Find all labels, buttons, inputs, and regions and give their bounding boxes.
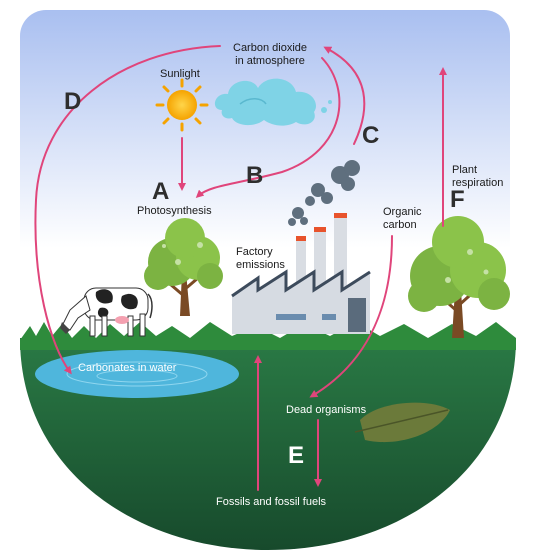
tree-icon xyxy=(144,218,223,316)
letter-d: D xyxy=(64,88,82,115)
factory-icon xyxy=(231,213,371,334)
letter-e: E xyxy=(288,442,305,469)
sky-background xyxy=(20,10,510,350)
factory-label: Factory emissions xyxy=(236,246,285,271)
tree-icon xyxy=(408,216,510,338)
co2-label: Carbon dioxide in atmosphere xyxy=(233,42,307,67)
cloud-icon xyxy=(214,78,332,126)
water-pond xyxy=(35,350,239,398)
sunlight-label: Sunlight xyxy=(160,68,200,80)
smoke-icon xyxy=(288,160,360,226)
letter-a: A xyxy=(152,178,170,205)
carbonates-label: Carbonates in water xyxy=(78,362,177,374)
photosynthesis-label: Photosynthesis xyxy=(137,205,212,217)
cow-icon xyxy=(60,287,153,337)
dead-leaf xyxy=(354,402,450,443)
fossils-label: Fossils and fossil fuels xyxy=(216,496,327,508)
dead-organisms-label: Dead organisms xyxy=(286,404,367,416)
letter-f: F xyxy=(450,186,465,213)
arrow-b xyxy=(195,57,341,199)
arrow-c xyxy=(323,46,366,145)
arrow-organic xyxy=(309,235,393,398)
water-ripple xyxy=(96,369,178,383)
plant-respiration-label: Plant respiration xyxy=(452,164,504,189)
sun-icon xyxy=(155,78,209,132)
arrow-d xyxy=(34,45,221,375)
organic-carbon-label: Organic carbon xyxy=(383,206,422,231)
letter-b: B xyxy=(246,162,264,189)
arrows xyxy=(34,45,447,491)
letter-c: C xyxy=(362,122,380,149)
